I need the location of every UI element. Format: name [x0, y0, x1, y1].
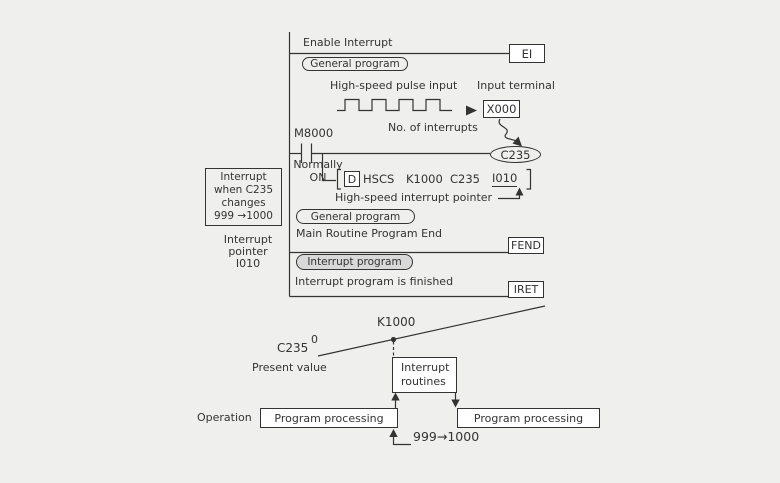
- start-value-label: 0: [311, 333, 318, 346]
- interrupt-pointer-caption-1: Interrupt: [223, 233, 273, 246]
- branch-line: [321, 153, 336, 182]
- normally-on-label-2: ON: [309, 171, 327, 184]
- hscs-opcode: HSCS: [363, 172, 395, 186]
- hscs-operand-i010: I010: [492, 171, 518, 187]
- note-line: 999 →1000: [214, 210, 273, 223]
- enable-interrupt-label: Enable Interrupt: [303, 36, 393, 49]
- x000-terminal-box: X000: [483, 100, 520, 118]
- iret-instruction-box: IRET: [508, 281, 544, 298]
- interrupt-finished-label: Interrupt program is finished: [295, 275, 454, 288]
- normally-on-label-1: Normally: [293, 158, 343, 171]
- high-speed-interrupt-pointer-label: High-speed interrupt pointer: [335, 191, 493, 204]
- hscs-operand-c235: C235: [450, 172, 480, 186]
- enter-arrowhead-icon: [391, 392, 400, 401]
- bracket-close: [526, 168, 532, 190]
- m8000-label: M8000: [294, 126, 334, 140]
- note-line: Interrupt: [220, 170, 267, 183]
- input-terminal-label: Input terminal: [477, 79, 555, 92]
- present-value-ramp: [317, 305, 546, 357]
- fend-instruction-box: FEND: [508, 237, 544, 254]
- interrupt-pointer-caption-3: I010: [235, 257, 261, 270]
- main-routine-end-label: Main Routine Program End: [296, 227, 443, 240]
- transition-arrowhead-icon: [389, 429, 398, 437]
- interrupt-condition-note-box: Interrupt when C235 changes 999 →1000: [205, 168, 282, 226]
- c235-label: C235: [277, 341, 309, 355]
- count-squiggle-line: [498, 118, 518, 142]
- present-value-label: Present value: [252, 361, 327, 374]
- note-line: changes: [221, 197, 266, 209]
- pointer-arrowhead-icon: [515, 187, 524, 196]
- program-processing-box-1: Program processing: [260, 408, 398, 428]
- no-of-interrupts-label: No. of interrupts: [388, 121, 478, 134]
- k1000-threshold-label: K1000: [377, 315, 416, 329]
- pulse-arrowhead-icon: [466, 105, 477, 116]
- exit-arrowhead-icon: [451, 399, 460, 408]
- note-line: when C235: [213, 183, 274, 196]
- interrupt-pointer-caption-2: pointer: [228, 245, 268, 258]
- routine-line: routines: [401, 375, 446, 388]
- interrupt-routines-box: Interrupt routines: [392, 357, 457, 393]
- hscs-operand-k1000: K1000: [406, 172, 443, 186]
- ei-instruction-box: EI: [509, 44, 545, 63]
- double-word-d-box: D: [344, 171, 360, 187]
- pulse-waveform: [337, 98, 452, 112]
- program-processing-box-2: Program processing: [457, 408, 600, 428]
- pointer-arrow-line: [498, 193, 521, 200]
- interrupt-program-oval: Interrupt program: [296, 254, 413, 270]
- trigger-dot-icon: [390, 336, 397, 343]
- count-arrowhead-icon: [512, 136, 522, 147]
- general-program-oval-1: General program: [302, 57, 408, 71]
- operation-label: Operation: [197, 411, 252, 424]
- bracket-open: [336, 168, 341, 190]
- routine-line: Interrupt: [401, 360, 450, 374]
- count-transition-label: 999→1000: [413, 429, 480, 444]
- general-program-oval-2: General program: [296, 209, 415, 224]
- pulse-input-label: High-speed pulse input: [330, 79, 458, 92]
- c235-counter-oval: C235: [490, 146, 541, 163]
